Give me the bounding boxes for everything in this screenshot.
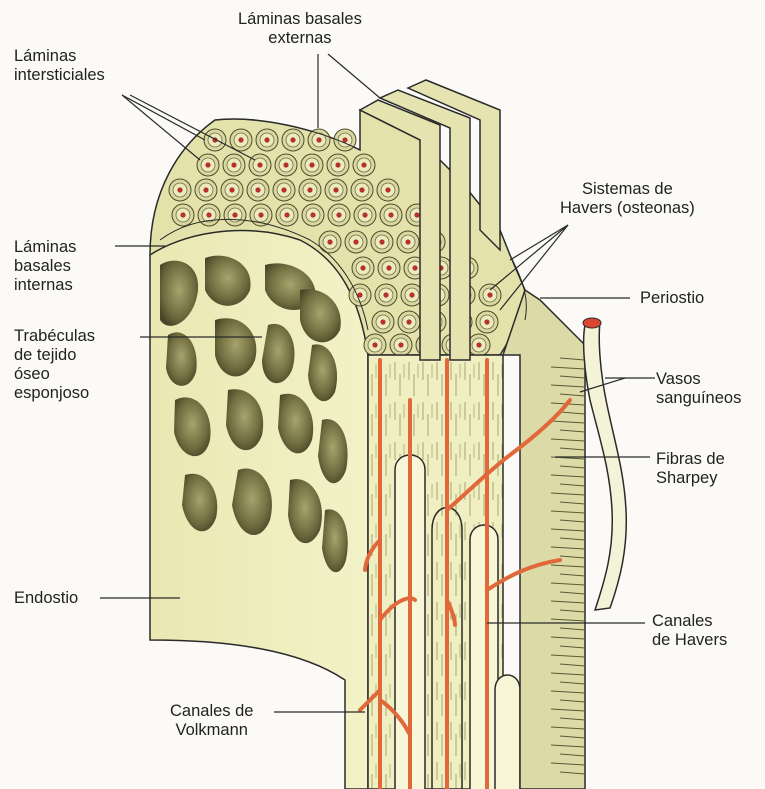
label-line: esponjoso (14, 384, 95, 403)
blood-vessel-lumen (583, 318, 601, 328)
label-fibras-sharpey: Fibras de Sharpey (656, 450, 725, 488)
osteon (230, 129, 252, 151)
osteon (275, 154, 297, 176)
osteon (299, 179, 321, 201)
osteon (375, 284, 397, 306)
label-line: Vasos (656, 370, 741, 389)
label-laminas-basales-externas: Láminas basales externas (238, 10, 362, 48)
osteon (224, 204, 246, 226)
osteon (397, 231, 419, 253)
label-line: externas (238, 29, 362, 48)
osteon (380, 204, 402, 226)
label-trabeculas: Trabéculas de tejido óseo esponjoso (14, 327, 95, 403)
osteon (377, 179, 399, 201)
label-periostio: Periostio (640, 289, 704, 308)
osteon (302, 204, 324, 226)
osteon (372, 311, 394, 333)
label-line: Trabéculas (14, 327, 95, 346)
osteon (353, 154, 375, 176)
label-line: Endostio (14, 589, 78, 608)
osteon (249, 154, 271, 176)
label-line: Periostio (640, 289, 704, 308)
label-line: basales (14, 257, 76, 276)
label-endostio: Endostio (14, 589, 78, 608)
osteon (308, 129, 330, 151)
label-line: Láminas basales (238, 10, 362, 29)
osteon (352, 257, 374, 279)
osteon (390, 334, 412, 356)
osteon (364, 334, 386, 356)
osteon (197, 154, 219, 176)
osteon (319, 231, 341, 253)
osteon (301, 154, 323, 176)
osteon (328, 204, 350, 226)
label-sistemas-havers: Sistemas de Havers (osteonas) (560, 180, 695, 218)
label-line: de Havers (652, 631, 727, 650)
label-line: internas (14, 276, 76, 295)
osteon (256, 129, 278, 151)
osteon (195, 179, 217, 201)
osteon (479, 284, 501, 306)
osteon (378, 257, 400, 279)
osteon (282, 129, 304, 151)
label-line: Havers (osteonas) (560, 199, 695, 218)
label-vasos-sanguineos: Vasos sanguíneos (656, 370, 741, 408)
label-line: Láminas (14, 238, 76, 257)
osteon (398, 311, 420, 333)
osteon (354, 204, 376, 226)
osteon (169, 179, 191, 201)
label-canales-havers: Canales de Havers (652, 612, 727, 650)
label-line: Canales de (170, 702, 253, 721)
osteon (351, 179, 373, 201)
osteon (468, 334, 490, 356)
label-line: Láminas (14, 47, 105, 66)
label-line: de tejido (14, 346, 95, 365)
osteon (476, 311, 498, 333)
osteon (198, 204, 220, 226)
osteon (276, 204, 298, 226)
osteon (327, 154, 349, 176)
label-line: Canales (652, 612, 727, 631)
osteon (204, 129, 226, 151)
label-canales-volkmann: Canales de Volkmann (170, 702, 253, 740)
osteon (221, 179, 243, 201)
label-line: óseo (14, 365, 95, 384)
label-line: Fibras de (656, 450, 725, 469)
label-laminas-intersticiales: Láminas intersticiales (14, 47, 105, 85)
osteon (371, 231, 393, 253)
label-line: sanguíneos (656, 389, 741, 408)
label-line: Sharpey (656, 469, 725, 488)
osteon (223, 154, 245, 176)
osteon (273, 179, 295, 201)
osteon (325, 179, 347, 201)
osteon (247, 179, 269, 201)
osteon (172, 204, 194, 226)
osteon (345, 231, 367, 253)
label-line: Volkmann (170, 721, 253, 740)
label-line: intersticiales (14, 66, 105, 85)
blood-vessel-outer (584, 322, 627, 610)
label-line: Sistemas de (560, 180, 695, 199)
label-laminas-basales-internas: Láminas basales internas (14, 238, 76, 295)
